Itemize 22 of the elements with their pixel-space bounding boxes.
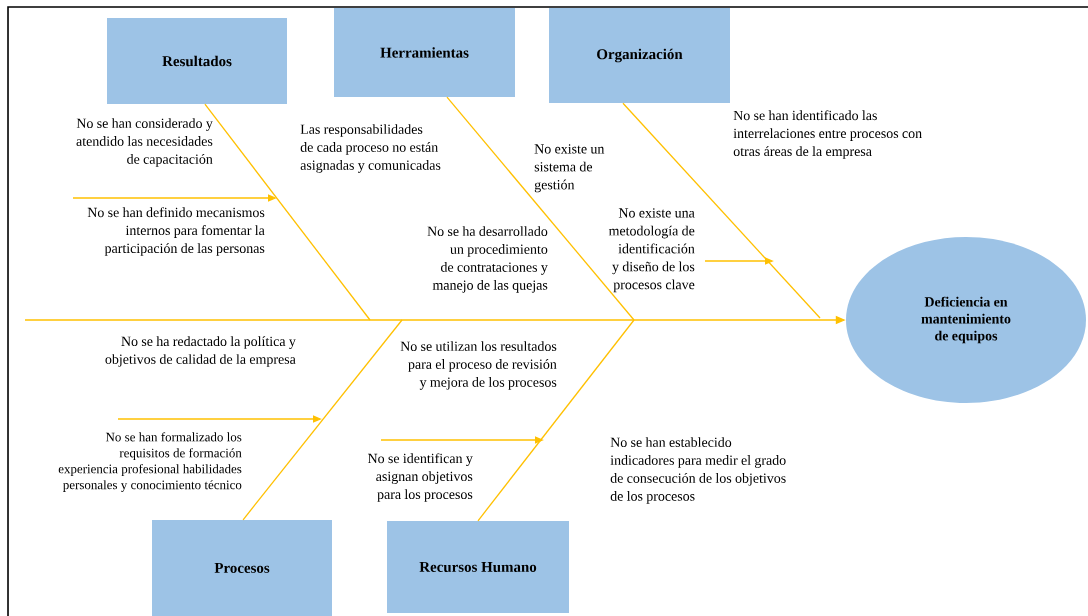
cause-text: No se han considerado y atendido las necesidades de capacitación xyxy=(76,118,213,167)
cause-text: No existe un sistema de gestión xyxy=(534,144,605,193)
bone-line xyxy=(204,103,371,321)
bone-line xyxy=(446,96,635,321)
cause-text: No se han identificado las interrelaciones entre procesos con otras áreas de la empresa xyxy=(733,110,922,159)
cause-text: No se han formalizado los requisitos de formación experiencia profesional habilidades personales y conocimiento técnico xyxy=(58,432,242,492)
category-box: Resultados xyxy=(107,18,287,104)
bone-line xyxy=(477,319,635,522)
cause-text: No se utilizan los resultados para el proceso de revisión y mejora de los procesos xyxy=(400,341,557,390)
category-box: Recursos Humano xyxy=(387,521,569,613)
bone-line xyxy=(242,319,403,521)
cause-text: No se ha redactado la política y objetivos de calidad de la empresa xyxy=(105,336,296,367)
cause-text: No existe una metodología de identificación y diseño de los procesos clave xyxy=(608,208,695,293)
category-box: Herramientas xyxy=(334,8,515,97)
cause-text: No se identifican y asignan objetivos para los procesos xyxy=(367,453,473,502)
category-box: Procesos xyxy=(152,520,332,616)
cause-text: No se ha desarrollado un procedimiento de contrataciones y manejo de las quejas xyxy=(427,226,548,293)
cause-text: No se han establecido indicadores para medir el grado de consecución de los objetivos de los procesos xyxy=(610,437,786,504)
category-box: Organización xyxy=(549,8,730,103)
cause-text: Las responsabilidades de cada proceso no están asignadas y comunicadas xyxy=(300,124,441,173)
cause-text: No se han definido mecanismos internos para fomentar la participación de las personas xyxy=(87,207,265,256)
bone-line xyxy=(622,102,821,319)
